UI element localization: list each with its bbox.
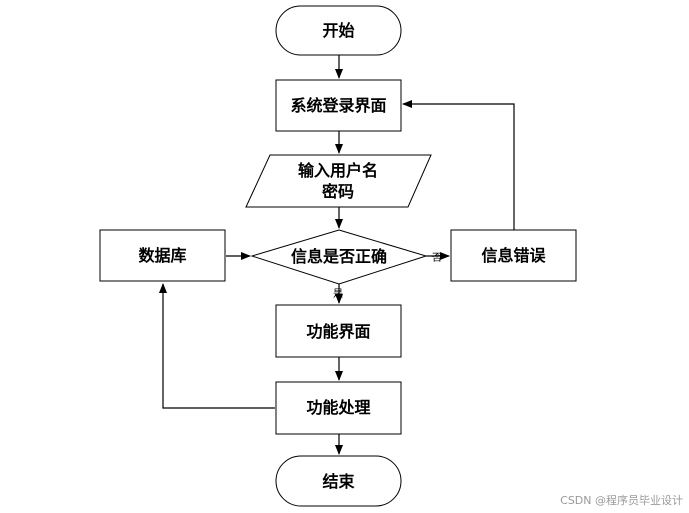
func-proc-node: 功能处理 (275, 381, 402, 435)
login-node: 系统登录界面 (275, 79, 402, 132)
decision-node: 信息是否正确 (250, 229, 428, 285)
database-node: 数据库 (99, 229, 226, 282)
start-node: 开始 (275, 5, 402, 56)
start-label: 开始 (322, 21, 354, 40)
func-ui-node: 功能界面 (275, 304, 402, 358)
decision-label: 信息是否正确 (291, 247, 387, 266)
input-label-line1: 输入用户名 (298, 161, 378, 180)
input-label-line2: 密码 (321, 182, 354, 201)
end-label: 结束 (321, 472, 355, 491)
end-node: 结束 (275, 455, 402, 507)
database-label: 数据库 (138, 246, 186, 265)
edge-label-no: 否 (432, 252, 442, 264)
func-ui-label: 功能界面 (306, 322, 370, 341)
error-node: 信息错误 (450, 229, 577, 282)
input-node: 输入用户名 密码 (245, 154, 432, 208)
func-proc-label: 功能处理 (306, 398, 370, 417)
watermark: CSDN @程序员毕业设计 (560, 494, 683, 507)
edge-error-login (402, 100, 515, 230)
login-label: 系统登录界面 (290, 96, 386, 115)
error-label: 信息错误 (481, 246, 546, 265)
edge-funcproc-database (159, 283, 275, 409)
edge-label-yes: 是 (333, 288, 343, 300)
